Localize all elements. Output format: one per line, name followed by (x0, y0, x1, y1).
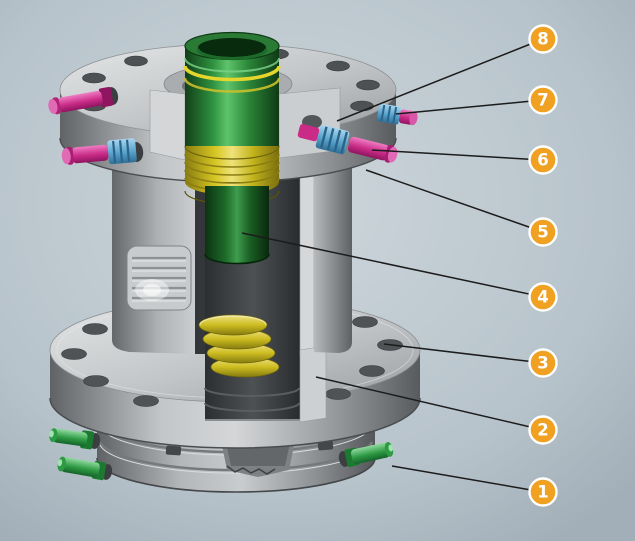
callout-badge-7 (528, 85, 558, 115)
callout-number-7: 7 (537, 91, 548, 110)
callout-number-2: 2 (537, 421, 548, 440)
flange-section-face-left (149, 89, 186, 161)
callout-3: 3 (383, 343, 558, 378)
grease-fitting-left-lower (57, 456, 113, 481)
upper-seal-ring (183, 65, 281, 82)
leader-line-7 (395, 100, 530, 115)
leader-line-6 (371, 149, 530, 160)
callout-number-1: 1 (537, 483, 548, 502)
screw-tip-pink (297, 124, 320, 142)
callout-4: 4 (241, 232, 558, 312)
grease-fitting-left-upper (49, 428, 101, 450)
callout-7: 7 (395, 85, 558, 115)
leader-line-4 (241, 232, 530, 295)
leader-line-3 (383, 343, 530, 363)
callout-number-6: 6 (537, 151, 548, 170)
callout-2: 2 (315, 376, 558, 445)
lock-screw-left-lower (61, 138, 144, 165)
mandrel-bore (198, 38, 266, 57)
lock-screw-left-upper (48, 86, 119, 115)
callout-badge-8 (528, 24, 558, 54)
callout-badge-4 (528, 282, 558, 312)
leader-line-5 (365, 169, 531, 229)
section-face-flange (299, 345, 327, 423)
callout-badge-6 (528, 145, 558, 175)
callout-6: 6 (371, 145, 558, 175)
casing-hanger-mandrel (183, 31, 281, 265)
callout-number-4: 4 (537, 288, 548, 307)
callout-badge-3 (528, 348, 558, 378)
thread-window (126, 245, 192, 311)
lock-screw-right (297, 124, 398, 163)
seal-ring-stack (198, 314, 280, 378)
callout-1: 1 (391, 465, 558, 507)
callout-badge-5 (528, 217, 558, 247)
grease-fitting-right (338, 442, 394, 468)
callout-8: 8 (336, 24, 558, 122)
skirt-slot (165, 445, 182, 456)
spool-right-wall (314, 142, 352, 353)
leader-line-1 (391, 465, 530, 491)
leader-line-8 (336, 43, 531, 122)
bottom-flange-bolt-holes (61, 316, 403, 407)
leader-line-2 (315, 376, 531, 428)
callout-badge-1 (528, 477, 558, 507)
callout-number-5: 5 (537, 223, 548, 242)
callout-number-8: 8 (537, 30, 548, 49)
callout-5: 5 (365, 169, 558, 247)
callouts-layer: 8 7 6 5 4 3 2 1 (241, 24, 558, 507)
mandrel-lower-body (205, 186, 269, 264)
callout-badge-2 (528, 415, 558, 445)
callout-number-3: 3 (537, 354, 548, 373)
